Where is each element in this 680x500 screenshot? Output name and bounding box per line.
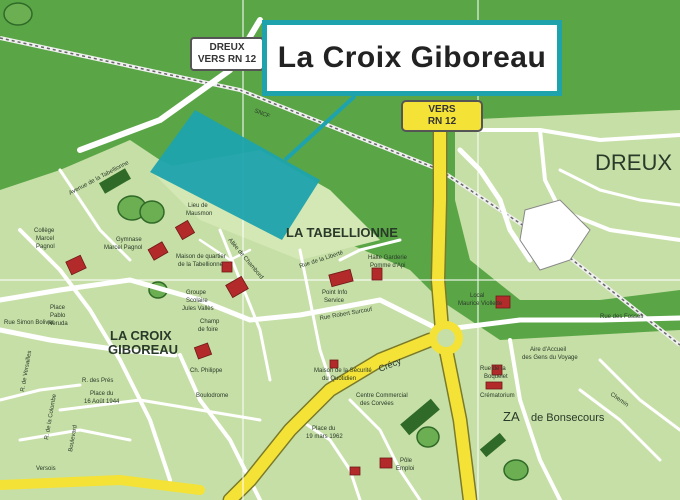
label-rue-boquelet-1: Rue de la bbox=[480, 366, 506, 372]
dreux-building-block bbox=[519, 199, 591, 271]
road-sign-rn12: VERS RN 12 bbox=[401, 100, 483, 132]
label-maison-quartier-1: Maison de quartier bbox=[176, 254, 226, 260]
label-groupe-scolaire-2: Scolaire bbox=[186, 298, 208, 304]
dreux-urban-area bbox=[455, 110, 680, 300]
label-sncf: SNCF bbox=[253, 108, 271, 120]
label-place-19-mars-2: 19 mars 1962 bbox=[306, 434, 343, 440]
label-boulodrome: Boulodrome bbox=[196, 393, 229, 399]
label-local-2: Maurice Viollette bbox=[458, 301, 503, 307]
label-place-16-aout-1: Place du bbox=[90, 391, 113, 397]
roundabout bbox=[429, 321, 463, 355]
label-point-info-1: Point Info bbox=[322, 290, 348, 296]
label-place-neruda-3: Neruda bbox=[48, 321, 68, 327]
callout-title-box: La Croix Giboreau bbox=[262, 20, 562, 96]
label-maison-quartier-2: de la Tabellionne bbox=[178, 262, 224, 268]
label-groupe-scolaire-1: Groupe bbox=[186, 290, 207, 296]
road-sign-dreux-line1: DREUX bbox=[209, 42, 245, 53]
callout-title: La Croix Giboreau bbox=[277, 41, 547, 74]
label-croix-giboreau-2: GIBOREAU bbox=[108, 342, 178, 357]
label-croix-giboreau-1: LA CROIX bbox=[110, 328, 172, 343]
label-ch-philippe: Ch. Philippe bbox=[190, 368, 223, 374]
label-groupe-scolaire-3: Jules Vallès bbox=[182, 306, 214, 312]
label-college-3: Pagnol bbox=[36, 244, 55, 250]
label-crematorium: Crématorium bbox=[480, 393, 515, 399]
urban-area bbox=[0, 140, 680, 500]
label-maison-securite-2: du Quotidien bbox=[322, 376, 356, 382]
label-place-16-aout-2: 16 Août 1944 bbox=[84, 399, 120, 405]
label-tabellionne: LA TABELLIONNE bbox=[286, 225, 398, 240]
label-place-neruda-1: Place bbox=[50, 305, 66, 311]
road-sign-dreux-line2: VERS RN 12 bbox=[197, 54, 257, 65]
label-pole-emploi-2: Emploi bbox=[396, 466, 414, 472]
label-champ-foire-1: Champ bbox=[200, 319, 220, 325]
road-sign-rn12-line2: RN 12 bbox=[427, 116, 457, 127]
label-college-2: Marcel bbox=[36, 236, 54, 242]
road-sign-rn12-line1: VERS bbox=[428, 104, 456, 115]
label-halte-garderie-1: Halte Garderie bbox=[368, 255, 408, 261]
label-za: ZA bbox=[503, 409, 520, 424]
label-champ-foire-2: de foire bbox=[198, 327, 219, 333]
label-aire-accueil-2: des Gens du Voyage bbox=[522, 355, 578, 361]
label-rue-des-fossets: Rue des Fossés bbox=[600, 314, 643, 320]
callout-pointer bbox=[283, 94, 357, 162]
label-gymnase-1: Gymnase bbox=[116, 237, 142, 243]
label-college-1: Collège bbox=[34, 228, 55, 234]
label-point-info-2: Service bbox=[324, 298, 345, 304]
label-lieu-mausmon-2: Mausmon bbox=[186, 211, 212, 217]
road-sign-dreux: DREUX VERS RN 12 bbox=[190, 37, 264, 71]
label-local-1: Local bbox=[470, 293, 484, 299]
label-r-des-pres: R. des Prés bbox=[82, 378, 113, 384]
label-maison-securite-1: Maison de la Sécurité bbox=[314, 368, 372, 374]
label-rue-bolivar: Rue Simon Bolivar bbox=[4, 320, 54, 326]
label-versois: Versois bbox=[36, 466, 56, 472]
label-halte-garderie-2: Pomme d'Api bbox=[370, 263, 406, 269]
label-gymnase-2: Marcel Pagnol bbox=[104, 245, 142, 251]
label-rue-boquelet-2: Boquelet bbox=[484, 374, 508, 380]
label-pole-emploi-1: Pôle bbox=[400, 458, 413, 464]
label-centre-commercial-2: des Corvées bbox=[360, 401, 394, 407]
highlighted-zone bbox=[150, 110, 320, 240]
label-boulevard: Boulevard bbox=[68, 425, 79, 453]
label-bonsecours: de Bonsecours bbox=[531, 412, 605, 424]
label-lieu-mausmon-1: Lieu de bbox=[188, 203, 208, 209]
label-dreux: DREUX bbox=[595, 150, 672, 175]
buildings bbox=[65, 219, 511, 476]
label-centre-commercial-1: Centre Commercial bbox=[356, 393, 408, 399]
label-place-19-mars-1: Place du bbox=[312, 426, 335, 432]
main-roads bbox=[0, 117, 478, 500]
label-aire-accueil-1: Aire d'Accueil bbox=[530, 347, 566, 353]
label-place-neruda-2: Pablo bbox=[50, 313, 66, 319]
